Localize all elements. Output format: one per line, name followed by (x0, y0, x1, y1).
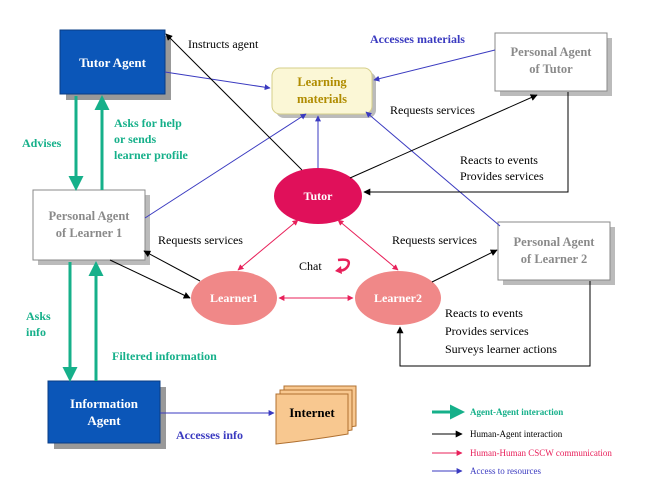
edge-learner1-to-personal-agent-learner1 (143, 250, 201, 282)
label-reacts-to-events-tutor: Reacts to events (460, 153, 538, 167)
tutor-label: Tutor (303, 189, 333, 203)
learner2-label: Learner2 (374, 291, 422, 305)
personal-agent-learner1-line2: of Learner 1 (55, 226, 123, 240)
edge-tutor-learner2 (337, 219, 399, 271)
label-asks-for-help-3: learner profile (114, 148, 188, 162)
edge-personal-agent-learner2-to-learner2 (396, 281, 591, 367)
label-asks-info-2: info (26, 325, 47, 339)
tutor-agent-node (59, 29, 171, 100)
personal-agent-learner2-label: Personal Agent of Learner 2 (498, 234, 610, 268)
information-agent-label: Information Agent (48, 395, 160, 429)
personal-agent-learner2-line2: of Learner 2 (520, 252, 588, 266)
label-provides-services-tutor: Provides services (460, 169, 544, 183)
information-agent-node (47, 380, 166, 449)
label-instructs-agent: Instructs agent (188, 37, 259, 51)
edge-learner2-to-personal-agent-learner2 (431, 249, 498, 283)
learner1-label: Learner1 (210, 291, 258, 305)
personal-agent-learner1-node (32, 189, 150, 265)
legend-access-label: Access to resources (470, 466, 541, 476)
personal-agent-tutor-node (494, 32, 612, 96)
label-surveys-learner-actions: Surveys learner actions (445, 342, 557, 356)
internet-label: Internet (289, 405, 335, 420)
label-asks-for-help-1: Asks for help (114, 116, 182, 130)
edge-tutor-learner1 (237, 219, 299, 271)
personal-agent-tutor-label: Personal Agent of Tutor (495, 44, 607, 78)
learning-materials-node (271, 67, 376, 118)
personal-agent-tutor-line2: of Tutor (529, 62, 573, 76)
edge-personal-agent-learner1-to-learner1 (109, 259, 191, 299)
learning-materials-label: Learning materials (272, 74, 372, 108)
tutor-node (274, 168, 362, 224)
personal-agent-learner2-line1: Personal Agent (513, 235, 595, 249)
legend-human-human-label: Human-Human CSCW communication (470, 448, 612, 458)
learning-materials-text: Learning materials (297, 75, 347, 106)
edge-tutor-to-personal-agent-tutor (349, 94, 538, 179)
label-requests-services-learner1: Requests services (158, 233, 243, 247)
legend-human-agent-label: Human-Agent interaction (470, 429, 563, 439)
learner1-node (191, 271, 277, 325)
label-filtered-information: Filtered information (112, 349, 217, 363)
legend-agent-agent-label: Agent-Agent interaction (470, 407, 564, 417)
chat-icon (335, 258, 351, 274)
tutor-agent-label: Tutor Agent (79, 55, 146, 70)
personal-agent-learner2-node (497, 221, 615, 285)
label-accesses-info: Accesses info (176, 428, 243, 442)
label-requests-services-tutor: Requests services (390, 103, 475, 117)
edge-tutor-to-tutor-agent (165, 33, 303, 171)
edge-personal-agent-tutor-to-tutor (363, 92, 569, 196)
legend (432, 404, 465, 474)
personal-agent-learner1-line1: Personal Agent (48, 209, 130, 223)
edge-tutor-agent-to-learning-materials (164, 71, 271, 91)
edge-personal-agent-tutor-to-learning-materials (373, 49, 496, 82)
label-reacts-to-events-learner2: Reacts to events (445, 306, 523, 320)
personal-agent-tutor-line1: Personal Agent (510, 45, 592, 59)
edge-personal-agent-learner2-to-learning-materials (365, 111, 501, 227)
internet-node (275, 385, 357, 445)
learner2-node (355, 271, 441, 325)
label-requests-services-learner2: Requests services (392, 233, 477, 247)
label-asks-info-1: Asks (26, 309, 51, 323)
label-provides-services-learner2: Provides services (445, 324, 529, 338)
information-agent-line1: Information (70, 396, 138, 411)
information-agent-line2: Agent (87, 413, 121, 428)
label-chat: Chat (299, 259, 322, 273)
label-advises: Advises (22, 136, 62, 150)
label-accesses-materials: Accesses materials (370, 32, 465, 46)
label-asks-for-help-2: or sends (114, 132, 157, 146)
edge-personal-agent-learner1-to-learning-materials (144, 113, 307, 219)
personal-agent-learner1-label: Personal Agent of Learner 1 (33, 208, 145, 242)
